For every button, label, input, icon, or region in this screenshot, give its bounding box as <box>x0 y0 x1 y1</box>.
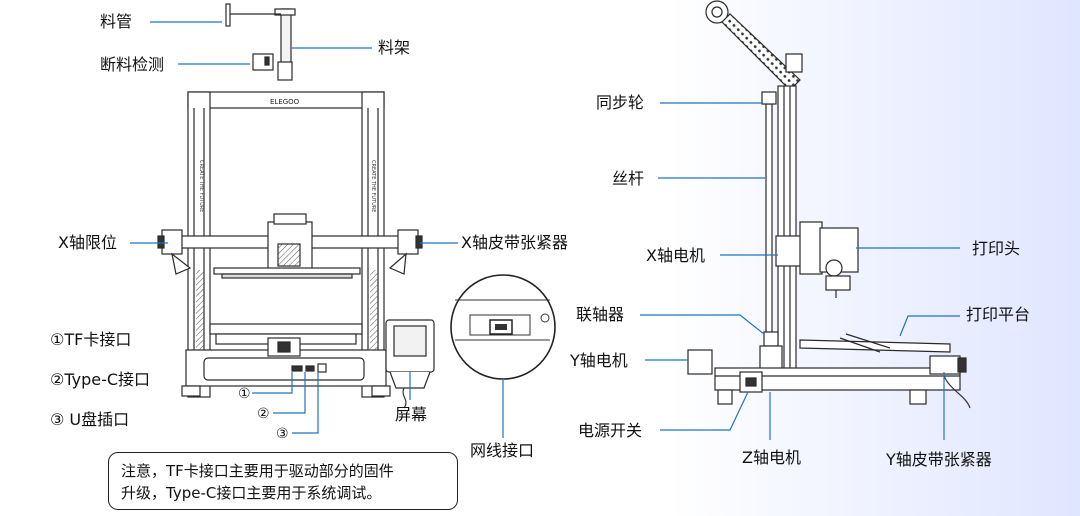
label-port-typec: ②Type-C接口 <box>50 370 151 389</box>
side-print-head <box>819 227 859 298</box>
label-filament-tube: 料管 <box>100 12 133 31</box>
ethernet-callout <box>450 274 556 438</box>
front-view-printer: ELEGOO CREATE THE FUTURE CREATE THE FUTU… <box>157 3 435 409</box>
filament-rack <box>225 3 296 81</box>
label-screen: 屏幕 <box>395 405 428 424</box>
label-print-head: 打印头 <box>972 239 1021 258</box>
label-z-motor: Z轴电机 <box>742 448 801 467</box>
right-slogan: CREATE THE FUTURE <box>370 160 376 212</box>
marker-3: ③ <box>276 426 289 442</box>
label-lead-screw: 丝杆 <box>612 169 645 188</box>
label-x-tensioner: X轴皮带张紧器 <box>461 233 568 252</box>
front-screen <box>385 319 435 409</box>
label-x-motor: X轴电机 <box>646 246 705 265</box>
front-print-head <box>267 213 313 278</box>
label-port-tf: ①TF卡接口 <box>50 330 132 349</box>
label-power-switch: 电源开关 <box>578 421 643 440</box>
label-port-usb: ③ U盘插口 <box>50 410 130 429</box>
label-print-bed: 打印平台 <box>966 305 1031 324</box>
side-view-printer <box>687 0 971 409</box>
front-bed <box>213 267 361 275</box>
usage-note-line-2: 升级，Type-C接口主要用于系统调试。 <box>121 484 382 502</box>
left-slogan: CREATE THE FUTURE <box>198 160 204 212</box>
label-x-limit: X轴限位 <box>58 233 117 252</box>
label-ethernet: 网线接口 <box>470 441 535 460</box>
label-y-tensioner: Y轴皮带张紧器 <box>886 450 992 469</box>
filament-sensor <box>252 53 274 71</box>
label-filament-rack: 料架 <box>378 38 411 57</box>
leader-lines <box>130 21 960 440</box>
marker-1: ① <box>238 386 251 402</box>
side-base <box>714 367 961 391</box>
side-lead-screw <box>765 103 773 335</box>
label-filament-sensor: 断料检测 <box>100 55 165 74</box>
side-upright <box>777 85 797 377</box>
label-coupler: 联轴器 <box>576 305 625 324</box>
label-y-motor: Y轴电机 <box>570 351 628 370</box>
front-logo: ELEGOO <box>270 98 300 106</box>
usage-note-box: 注意，TF卡接口主要用于驱动部分的固件 升级，Type-C接口主要用于系统调试。 <box>108 452 458 510</box>
marker-2: ② <box>257 406 270 422</box>
usage-note-line-1: 注意，TF卡接口主要用于驱动部分的固件 <box>121 462 394 480</box>
side-print-bed <box>799 339 951 353</box>
label-sync-wheel: 同步轮 <box>596 93 645 112</box>
